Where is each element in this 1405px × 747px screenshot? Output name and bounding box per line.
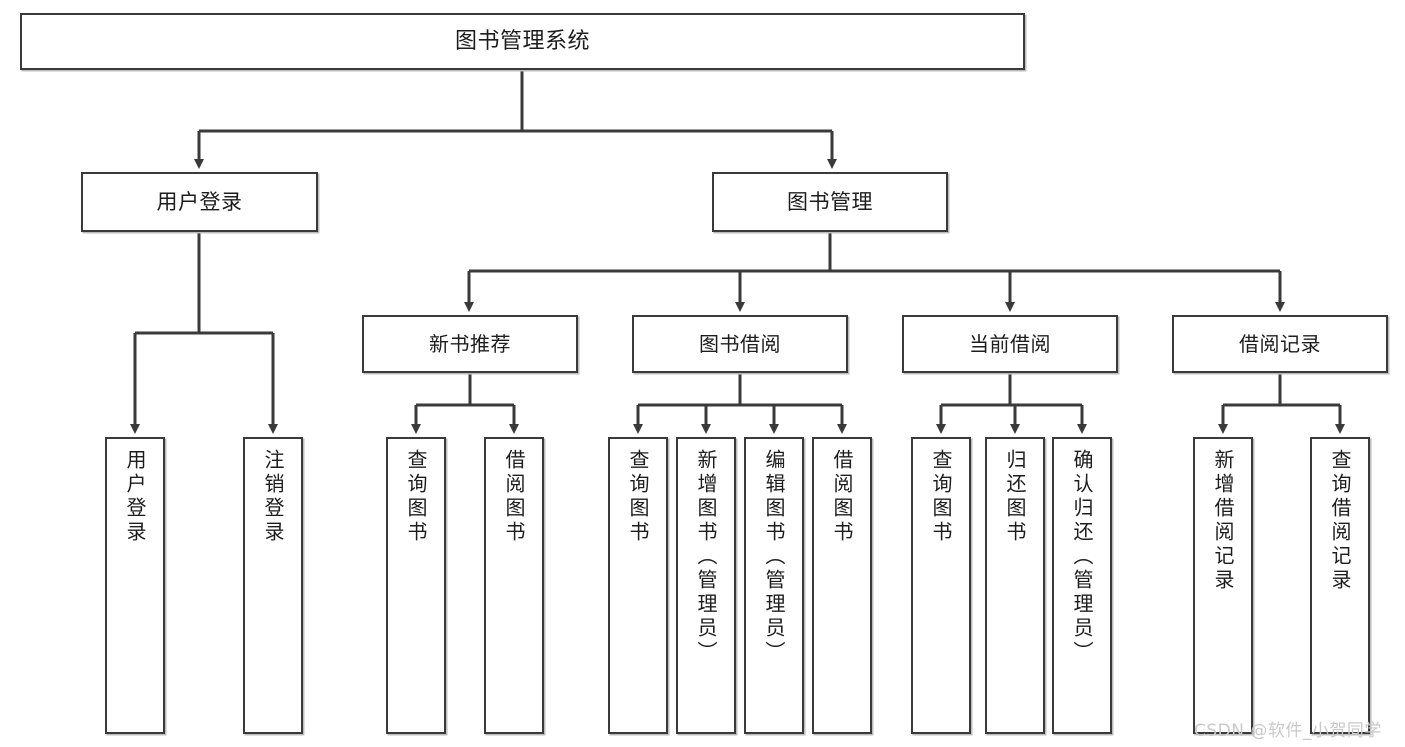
node-leaf-user-login[interactable]: 用户登录: [105, 437, 165, 734]
node-leaf-borrow-book[interactable]: 借阅图书: [812, 437, 872, 734]
node-book-management-label: 图书管理: [787, 189, 873, 214]
node-leaf-user-login-label: 用户登录: [123, 449, 147, 545]
node-current-borrow-label: 当前借阅: [969, 331, 1051, 356]
node-leaf-query-book-borrow[interactable]: 查询图书: [608, 437, 668, 734]
node-book-borrow[interactable]: 图书借阅: [632, 315, 848, 373]
node-leaf-borrow-book-rec[interactable]: 借阅图书: [484, 437, 544, 734]
node-leaf-borrow-book-rec-label: 借阅图书: [502, 449, 526, 545]
node-leaf-add-book-admin-label: 新增图书（管理员）: [694, 449, 718, 665]
node-book-borrow-label: 图书借阅: [699, 331, 781, 356]
node-leaf-query-book-borrow-label: 查询图书: [626, 449, 650, 545]
node-leaf-logout-login[interactable]: 注销登录: [243, 437, 303, 734]
node-user-login-label: 用户登录: [156, 189, 243, 214]
node-leaf-add-book-admin[interactable]: 新增图书（管理员）: [676, 437, 736, 734]
node-new-book-recommend[interactable]: 新书推荐: [362, 315, 578, 373]
node-leaf-return-book-label: 归还图书: [1003, 449, 1027, 545]
node-root-label: 图书管理系统: [454, 28, 590, 54]
node-leaf-edit-book-admin[interactable]: 编辑图书（管理员）: [744, 437, 804, 734]
node-leaf-add-borrow-record-label: 新增借阅记录: [1211, 449, 1235, 593]
node-leaf-logout-login-label: 注销登录: [261, 449, 285, 545]
node-borrow-record-label: 借阅记录: [1239, 331, 1321, 356]
node-leaf-edit-book-admin-label: 编辑图书（管理员）: [762, 449, 786, 665]
node-leaf-query-book-current[interactable]: 查询图书: [911, 437, 971, 734]
node-leaf-query-book-rec-label: 查询图书: [404, 449, 428, 545]
node-new-book-recommend-label: 新书推荐: [429, 331, 511, 356]
node-leaf-borrow-book-label: 借阅图书: [830, 449, 854, 545]
node-leaf-query-borrow-record-label: 查询借阅记录: [1328, 449, 1352, 593]
node-leaf-query-borrow-record[interactable]: 查询借阅记录: [1310, 437, 1370, 734]
node-current-borrow[interactable]: 当前借阅: [902, 315, 1118, 373]
node-borrow-record[interactable]: 借阅记录: [1172, 315, 1388, 373]
node-user-login[interactable]: 用户登录: [81, 172, 318, 232]
node-leaf-add-borrow-record[interactable]: 新增借阅记录: [1193, 437, 1253, 734]
node-leaf-query-book-rec[interactable]: 查询图书: [386, 437, 446, 734]
node-root[interactable]: 图书管理系统: [20, 13, 1025, 70]
node-leaf-return-book[interactable]: 归还图书: [985, 437, 1045, 734]
watermark: CSDN @软件_小贺同学: [1194, 721, 1382, 741]
node-book-management[interactable]: 图书管理: [712, 172, 948, 232]
node-leaf-confirm-return-admin[interactable]: 确认归还（管理员）: [1052, 437, 1112, 734]
node-leaf-query-book-current-label: 查询图书: [929, 449, 953, 545]
node-leaf-confirm-return-admin-label: 确认归还（管理员）: [1070, 449, 1094, 665]
